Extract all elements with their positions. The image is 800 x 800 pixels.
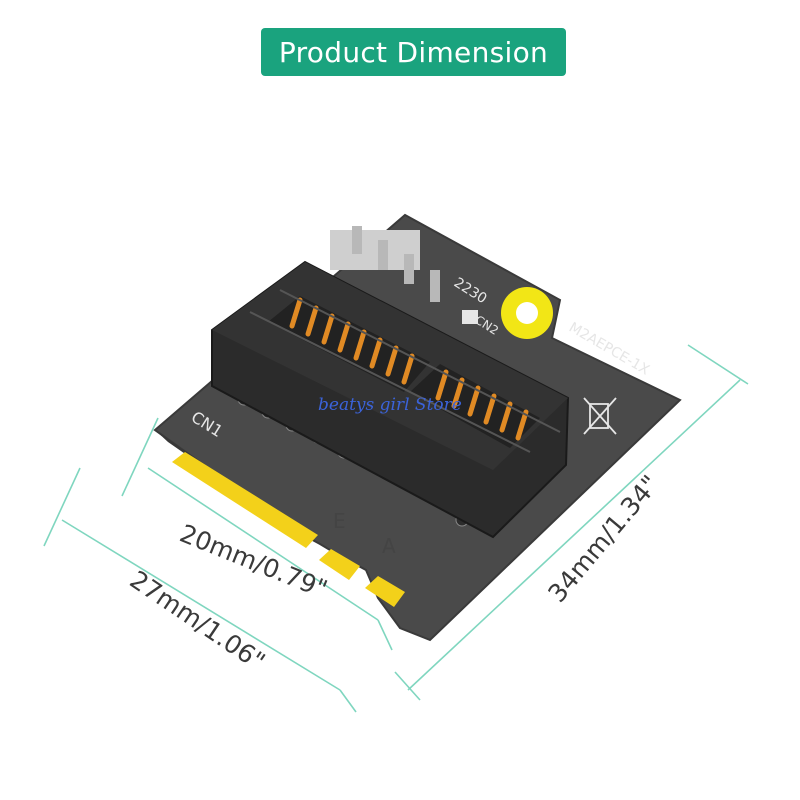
key-label-a: A bbox=[382, 534, 396, 558]
weee-bin-icon bbox=[583, 397, 617, 435]
outer-width-label: 27mm/1.06" bbox=[125, 565, 271, 676]
gold-edge-fingers bbox=[172, 452, 405, 607]
header-pins bbox=[330, 226, 478, 324]
pcie-slot bbox=[211, 260, 570, 539]
key-label-e: E bbox=[333, 509, 346, 533]
product-dimension-banner: Product Dimension bbox=[261, 28, 566, 76]
store-watermark: beatys girl Store bbox=[318, 395, 462, 415]
